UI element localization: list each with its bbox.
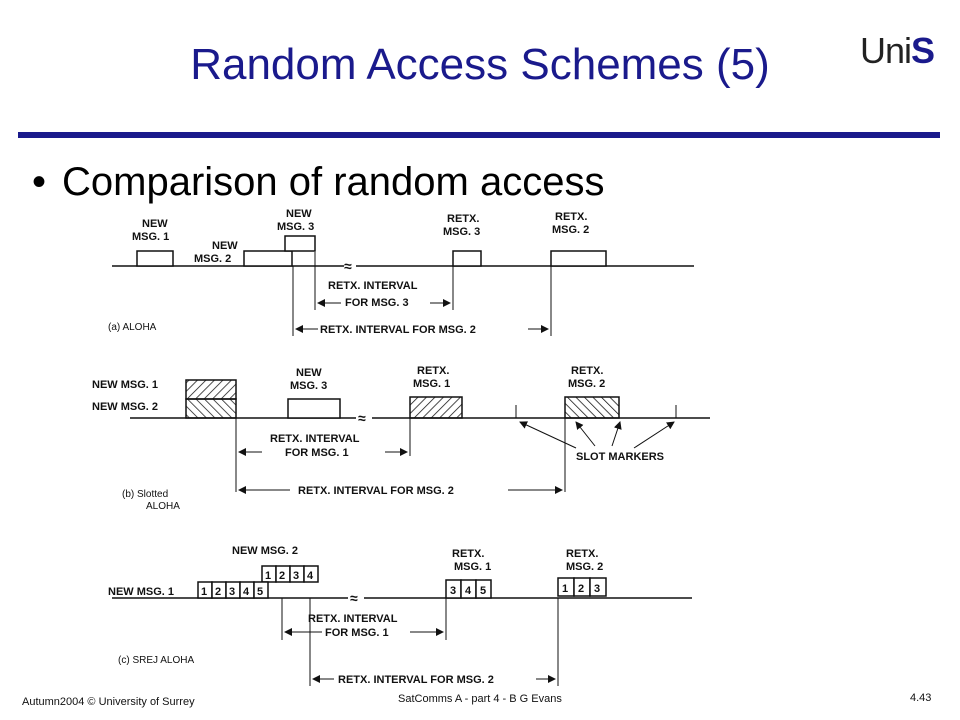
label-retx-msg2: MSG. 2 (566, 561, 603, 573)
label-retx-msg2: RETX. (555, 211, 587, 223)
packet-new-msg1 (136, 250, 174, 267)
label-interval-msg2: RETX. INTERVAL FOR MSG. 2 (338, 674, 494, 686)
label-retx-msg1: MSG. 1 (413, 378, 450, 390)
segment-number: 3 (594, 583, 600, 595)
slot-marker-arrow (633, 421, 675, 449)
label-interval-msg1: FOR MSG. 1 (285, 447, 349, 459)
segment-number: 5 (480, 585, 486, 597)
packet-retx-msg1 (409, 396, 463, 419)
label-slot-markers: SLOT MARKERS (576, 451, 664, 463)
label-retx-msg2: MSG. 2 (568, 378, 605, 390)
label-new-msg1: NEW MSG. 1 (108, 586, 174, 598)
caption-slotted-aloha: (b) Slotted (122, 489, 168, 500)
label-interval-msg2: RETX. INTERVAL FOR MSG. 2 (320, 324, 476, 336)
label-new-msg3: MSG. 3 (277, 221, 314, 233)
caption-slotted-aloha: ALOHA (146, 501, 180, 512)
logo-text: Uni (860, 30, 912, 71)
segment-number: 4 (307, 570, 314, 582)
segment-number: 2 (215, 586, 221, 598)
packet-retx-msg3 (452, 250, 482, 267)
unis-logo: UniS (860, 30, 935, 72)
segment-number: 4 (465, 585, 472, 597)
label-retx-msg2: RETX. (571, 365, 603, 377)
label-retx-msg1: MSG. 1 (454, 561, 491, 573)
segment-number: 5 (257, 586, 263, 598)
packet-new-msg3 (287, 398, 341, 419)
label-interval-msg2: RETX. INTERVAL FOR MSG. 2 (298, 485, 454, 497)
caption-aloha: (a) ALOHA (108, 322, 157, 333)
bullet-dot: • (32, 160, 47, 204)
label-new-msg2: NEW MSG. 2 (92, 401, 158, 413)
segment-number: 1 (265, 570, 271, 582)
segment-number: 2 (279, 570, 285, 582)
slot-marker-arrow (519, 421, 577, 449)
label-new-msg2: MSG. 2 (194, 253, 231, 265)
segment-number: 1 (562, 583, 568, 595)
footer-copyright: Autumn2004 © University of Surrey (22, 696, 195, 708)
packet-retx-msg2 (564, 396, 620, 419)
diagram-slotted-aloha: ≈ NEW MSG. 1 NEW MSG. 2 NEW MSG. 3 RETX.… (92, 365, 710, 512)
segment (589, 577, 607, 597)
segment (475, 579, 492, 599)
slot-marker-arrow (575, 421, 596, 447)
footer-course: SatComms A - part 4 - B G Evans (398, 693, 562, 705)
diagram-srej-aloha: ≈ NEW MSG. 2 1 2 3 4 NEW MSG. 1 1 2 3 4 … (108, 545, 692, 686)
bullet-point: • Comparison of random access (32, 160, 604, 205)
segment-number: 4 (243, 586, 250, 598)
packet-retx-msg1: 3 4 5 (445, 579, 492, 599)
bullet-text: Comparison of random access (62, 160, 605, 204)
packet-retx-msg2: 1 2 3 (557, 577, 607, 597)
segment-number: 3 (293, 570, 299, 582)
label-retx-msg2: RETX. (566, 548, 598, 560)
label-new-msg1: NEW MSG. 1 (92, 379, 158, 391)
packet-new-msg2: 1 2 3 4 (261, 565, 319, 583)
packet-retx-msg2 (550, 250, 607, 267)
diagram-aloha: ≈ NEW MSG. 1 NEW MSG. 2 NEW MSG. 3 RETX.… (108, 208, 694, 336)
axis-break: ≈ (358, 410, 366, 426)
label-interval-msg1: FOR MSG. 1 (325, 627, 389, 639)
packet-new-msg1: 1 2 3 4 5 (197, 581, 269, 599)
packet-new-msg1 (185, 379, 237, 400)
label-new-msg3: MSG. 3 (290, 380, 327, 392)
label-retx-msg1: RETX. (452, 548, 484, 560)
axis-break: ≈ (350, 590, 358, 606)
label-new-msg2: NEW (212, 240, 238, 252)
segment-number: 3 (450, 585, 456, 597)
label-new-msg1: MSG. 1 (132, 231, 169, 243)
title-divider (18, 132, 940, 138)
label-interval-msg3: FOR MSG. 3 (345, 297, 409, 309)
label-new-msg1: NEW (142, 218, 168, 230)
caption-srej-aloha: (c) SREJ ALOHA (118, 655, 194, 666)
label-new-msg3: NEW (296, 367, 322, 379)
logo-accent: S (911, 30, 935, 71)
label-interval-msg3: RETX. INTERVAL (328, 280, 418, 292)
slide-title: Random Access Schemes (5) (190, 40, 770, 89)
packet-new-msg2 (185, 398, 237, 419)
segment-number: 2 (578, 583, 584, 595)
label-new-msg3: NEW (286, 208, 312, 220)
label-interval-msg1: RETX. INTERVAL (270, 433, 360, 445)
packet-new-msg2 (243, 250, 293, 267)
label-retx-msg2: MSG. 2 (552, 224, 589, 236)
segment (253, 581, 269, 599)
label-retx-msg1: RETX. (417, 365, 449, 377)
label-retx-msg3: RETX. (447, 213, 479, 225)
page-number: 4.43 (910, 692, 932, 704)
segment-number: 3 (229, 586, 235, 598)
segment (303, 565, 319, 583)
label-interval-msg1: RETX. INTERVAL (308, 613, 398, 625)
slot-marker-arrow (611, 421, 622, 447)
segment-number: 1 (201, 586, 207, 598)
axis-break: ≈ (344, 258, 352, 274)
packet-new-msg3 (284, 235, 316, 252)
label-new-msg2: NEW MSG. 2 (232, 545, 298, 557)
label-retx-msg3: MSG. 3 (443, 226, 480, 238)
